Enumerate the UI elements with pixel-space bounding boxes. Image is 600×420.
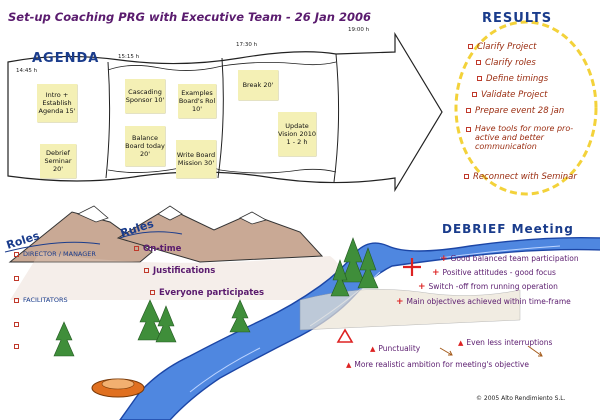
result-item: Validate Project (472, 90, 548, 100)
result-item: Clarify Project (468, 42, 537, 52)
agenda-arrow (7, 31, 443, 193)
time-label: 19:00 h (348, 27, 370, 33)
agenda-heading: AGENDA (32, 51, 100, 66)
trees (53, 237, 379, 357)
note-examples: Examples Board's Rol 10' (178, 84, 216, 118)
debrief-plus-item: +Main objectives achieved within time-fr… (396, 297, 571, 307)
result-item: Have tools for more pro-active and bette… (466, 124, 586, 151)
debrief-delta-item: ▲Even less interruptions (458, 338, 553, 347)
result-item: Clarify roles (476, 58, 536, 68)
debrief-plus-item: +Good balanced team participation (440, 254, 579, 264)
time-label: 14:45 h (16, 68, 38, 74)
rule-item: On-time (134, 244, 181, 254)
delta-marker (336, 328, 354, 343)
role-item: DIRECTOR / MANAGER (14, 250, 96, 258)
note-write: Write Board Mission 30' (176, 140, 216, 178)
results-sunburst (454, 20, 598, 196)
debrief-plus-item: +Switch -off from running operation (418, 282, 558, 292)
copyright: © 2005 Alto Rendimiento S.L. (476, 395, 566, 402)
debrief-plus-item: +Positive attitudes - good focus (432, 268, 556, 278)
note-debrief: Debrief Seminar 20' (40, 144, 76, 178)
plus-marker (403, 258, 421, 276)
note-balance: Balance Board today 20' (125, 126, 165, 166)
arrow-mark (439, 347, 453, 356)
result-item: Prepare event 28 jan (466, 106, 564, 116)
result-item: Define timings (477, 74, 548, 84)
page-title: Set-up Coaching PRG with Executive Team … (8, 10, 371, 24)
role-item (14, 320, 23, 328)
role-item (14, 342, 23, 350)
debrief-delta-item: ▲Punctuality (370, 344, 421, 353)
role-item (14, 274, 23, 282)
results-heading: RESULTS (482, 11, 553, 26)
note-break: Break 20' (238, 70, 278, 100)
note-intro: Intro + Establish Agenda 15' (37, 84, 77, 122)
arrow-mark (527, 345, 543, 357)
debrief-delta-item: ▲More realistic ambition for meeting's o… (346, 360, 529, 369)
note-cascading: Cascading Sponsor 10' (125, 79, 165, 113)
rule-item: Everyone participates (150, 288, 264, 298)
time-label: 17:30 h (236, 42, 258, 48)
note-update: Update Vision 2010 1 - 2 h (278, 112, 316, 156)
rule-item: Justifications (144, 266, 215, 276)
agenda-divider (105, 61, 111, 179)
debrief-heading: DEBRIEF Meeting (442, 222, 574, 236)
role-item: FACILITATORS (14, 296, 68, 304)
result-item: Reconnect with Seminar (464, 172, 577, 182)
agenda-divider (217, 57, 224, 179)
time-label: 15:15 h (118, 54, 140, 60)
agenda-divider (333, 53, 340, 183)
